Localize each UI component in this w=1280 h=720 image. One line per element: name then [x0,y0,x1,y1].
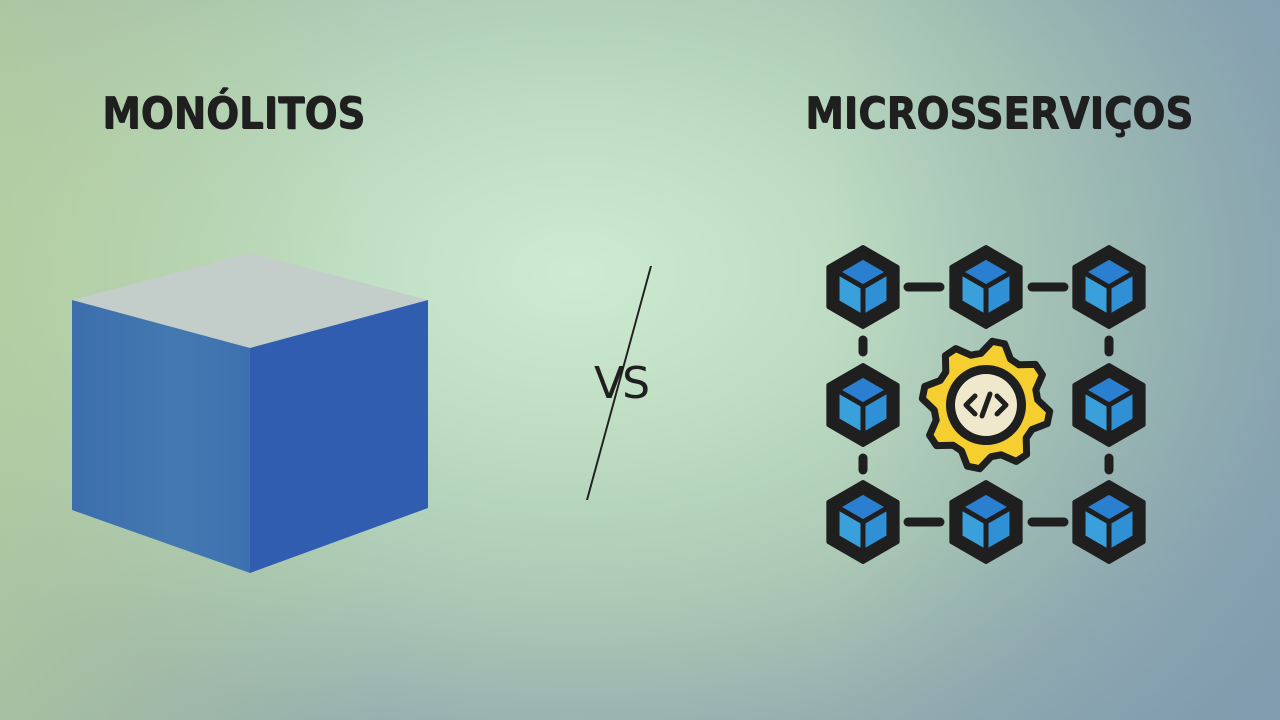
service-node [949,480,1023,564]
service-node [826,480,900,564]
vs-label: VS [594,358,650,409]
cube-top-face [72,253,428,348]
gear-code-icon [918,337,1054,473]
monoliths-title: MONÓLITOS [102,88,366,139]
microservices-title: MICROSSERVIÇOS [805,88,1193,139]
service-node [1072,363,1146,447]
cube-right-face [250,300,428,573]
service-node [1072,245,1146,329]
service-node [826,245,900,329]
service-node [1072,480,1146,564]
service-node [826,363,900,447]
network-links [858,282,1114,527]
cube-front-face [72,300,250,573]
service-node [949,245,1023,329]
